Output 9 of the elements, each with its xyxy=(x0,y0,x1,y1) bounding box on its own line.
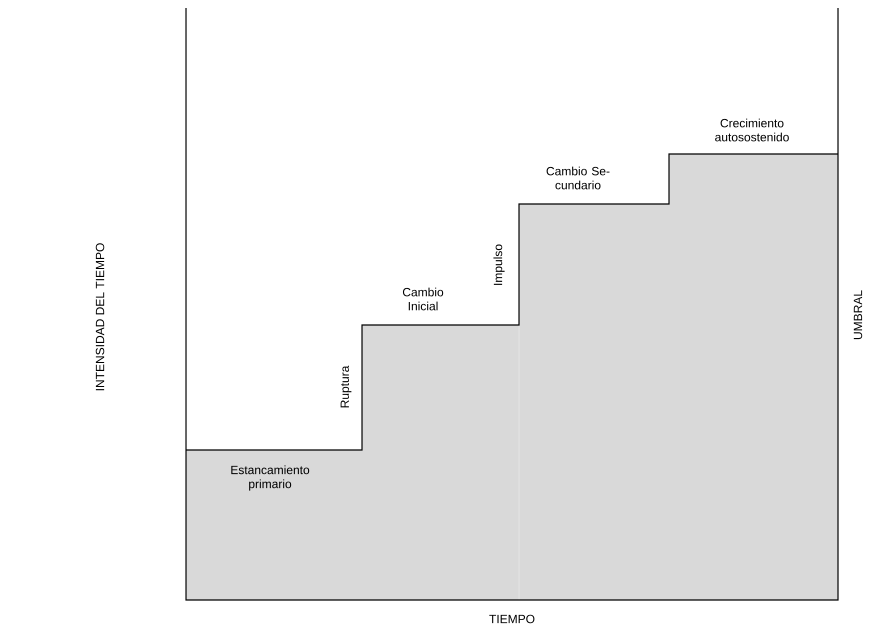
stage-label: Cambio Inicial xyxy=(402,288,444,310)
stage-label: Cambio Se- cundario xyxy=(546,166,610,190)
axis-label: TIEMPO xyxy=(489,614,534,624)
stage-label: Crecimiento autosostenido xyxy=(715,118,789,142)
stage-label: Estancamiento primario xyxy=(231,465,310,491)
stage-label: Impulso xyxy=(493,244,505,285)
axis-label: INTENSIDAD DEL TIEMPO xyxy=(96,243,104,390)
axis-label: UMBRAL xyxy=(854,290,862,340)
stage-label: Ruptura xyxy=(340,366,352,408)
